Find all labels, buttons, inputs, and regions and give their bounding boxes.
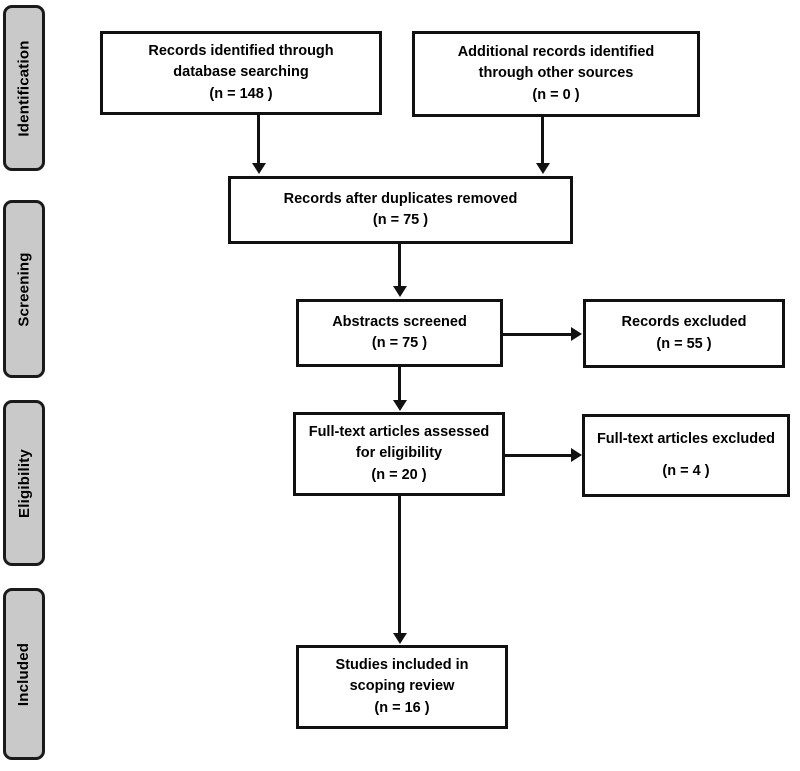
box-abstracts-screened-count: (n = 75 ) [371, 335, 428, 351]
arrowhead-duplicates-to-abstracts [393, 286, 407, 297]
connector-duplicates-to-abstracts [398, 244, 401, 287]
box-fulltext-assessed: Full-text articles assessed for eligibil… [293, 412, 505, 496]
box-records-identified-line1: Records identified through [148, 43, 334, 60]
stage-label-eligibility-text: Eligibility [15, 448, 33, 518]
box-additional-records-line2: through other sources [478, 65, 634, 82]
box-records-excluded-line1: Records excluded [621, 314, 747, 331]
box-duplicates-removed: Records after duplicates removed (n = 75… [228, 176, 573, 244]
box-duplicates-removed-line1: Records after duplicates removed [283, 190, 518, 207]
arrowhead-additional-records-to-duplicates [536, 163, 550, 174]
box-additional-records-line1: Additional records identified [457, 44, 655, 61]
box-fulltext-assessed-line2: for eligibility [355, 445, 443, 462]
box-records-identified-count: (n = 148 ) [209, 85, 273, 102]
box-fulltext-assessed-line1: Full-text articles assessed [308, 424, 490, 441]
box-fulltext-assessed-count: (n = 20 ) [371, 466, 427, 483]
arrowhead-fulltext-to-fulltext-excluded [571, 448, 582, 462]
box-abstracts-screened-line1: Abstracts screened [332, 313, 467, 330]
connector-fulltext-to-studies-included [398, 496, 401, 636]
stage-label-screening: Screening [3, 200, 45, 378]
stage-label-included: Included [3, 588, 45, 760]
box-studies-included-line2: scoping review [349, 678, 455, 695]
box-abstracts-screened: Abstracts screened (n = 75 ) [296, 299, 503, 367]
stage-label-identification-text: Identification [15, 39, 33, 137]
box-fulltext-excluded-line1: Full-text articles excluded [596, 431, 776, 448]
stage-label-identification: Identification [3, 5, 45, 171]
box-additional-records: Additional records identified through ot… [412, 31, 700, 117]
arrowhead-abstracts-to-fulltext [393, 400, 407, 411]
connector-abstracts-to-fulltext [398, 367, 401, 402]
stage-label-included-text: Included [15, 642, 33, 706]
connector-abstracts-to-records-excluded [503, 333, 573, 336]
box-additional-records-count: (n = 0 ) [532, 86, 580, 103]
box-studies-included-line1: Studies included in [335, 657, 469, 674]
arrowhead-fulltext-to-studies-included [393, 633, 407, 644]
box-records-identified: Records identified through database sear… [100, 31, 382, 115]
box-fulltext-excluded-count: (n = 4 ) [662, 462, 710, 479]
connector-additional-records-to-duplicates [541, 117, 544, 165]
box-studies-included: Studies included in scoping review (n = … [296, 645, 508, 729]
connector-fulltext-to-fulltext-excluded [505, 454, 573, 457]
box-duplicates-removed-count: (n = 75 ) [372, 212, 429, 228]
box-fulltext-excluded: Full-text articles excluded (n = 4 ) [582, 414, 790, 497]
stage-label-eligibility: Eligibility [3, 400, 45, 566]
box-records-identified-line2: database searching [173, 64, 309, 81]
box-records-excluded: Records excluded (n = 55 ) [583, 299, 785, 368]
stage-label-screening-text: Screening [15, 251, 33, 327]
box-studies-included-count: (n = 16 ) [374, 699, 430, 716]
box-records-excluded-count: (n = 55 ) [656, 335, 712, 352]
arrowhead-abstracts-to-records-excluded [571, 327, 582, 341]
arrowhead-records-identified-to-duplicates [252, 163, 266, 174]
connector-records-identified-to-duplicates [257, 115, 260, 165]
